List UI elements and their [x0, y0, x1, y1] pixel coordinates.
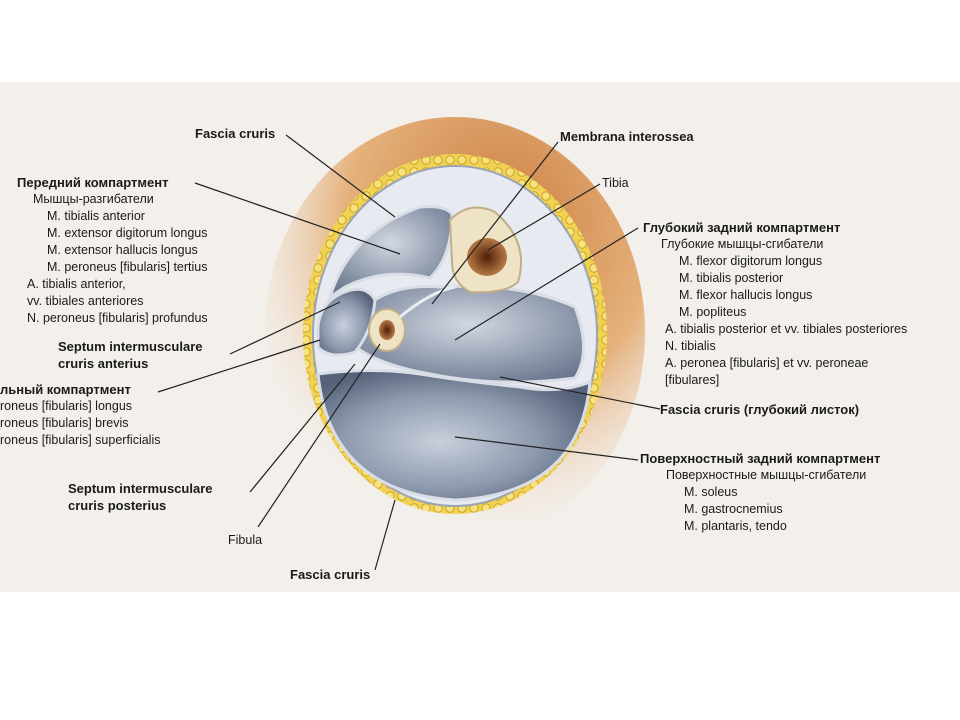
deep-posterior-item: M. flexor digitorum longus	[679, 254, 823, 268]
leader-lines	[157, 134, 661, 571]
label-septum-anterius: Septum intermusculare cruris anterius	[58, 338, 203, 372]
deep-posterior-item: M. flexor hallucis longus	[679, 288, 813, 302]
fibula-bone	[368, 308, 406, 352]
anterior-compartment-legend: Передний компартмент Мышцы-разгибатели M…	[17, 174, 208, 327]
deep-posterior-item: A. tibialis posterior et vv. tibiales po…	[665, 322, 908, 336]
deep-posterior-item: M. popliteus	[679, 305, 747, 319]
septum-anterius-line: cruris anterius	[58, 356, 149, 371]
superficial-posterior-title: Поверхностный задний компартмент	[640, 451, 881, 466]
tibia-bone	[448, 206, 522, 294]
label-fibula: Fibula	[228, 533, 263, 547]
interosseous-membrane	[399, 285, 456, 319]
anterior-item: M. peroneus [fibularis] tertius	[47, 260, 208, 274]
septum-anterius-line: Septum intermusculare	[58, 339, 203, 354]
deep-posterior-compartment-legend: Глубокий задний компартмент Глубокие мыш…	[643, 219, 907, 389]
anterior-item: M. extensor hallucis longus	[47, 243, 198, 257]
deep-posterior-item: A. peronea [fibularis] et vv. peroneae	[665, 356, 869, 370]
deep-posterior-item: Глубокие мышцы-сгибатели	[661, 237, 824, 251]
anterior-item: A. tibialis anterior,	[27, 277, 126, 291]
deep-posterior-item: N. tibialis	[665, 339, 716, 353]
anterior-title: Передний компартмент	[17, 175, 169, 190]
superficial-posterior-compartment	[316, 369, 592, 502]
superficial-posterior-item: M. gastrocnemius	[684, 502, 783, 516]
anterior-compartment	[327, 205, 454, 301]
label-fascia-cruris-deep: Fascia cruris (глубокий листок)	[660, 402, 860, 417]
septum-posterius-line: Septum intermusculare	[68, 481, 213, 496]
anterior-item: N. peroneus [fibularis] profundus	[27, 311, 208, 325]
label-tibia: Tibia	[602, 176, 629, 190]
superficial-posterior-item: M. plantaris, tendo	[684, 519, 787, 533]
anterior-item: Мышцы-разгибатели	[33, 192, 154, 206]
lateral-item: roneus [fibularis] superficialis	[0, 433, 161, 447]
anatomy-plate: Fascia cruris Membrana interossea Tibia …	[0, 82, 960, 592]
anterior-item: M. tibialis anterior	[47, 209, 145, 223]
septum-posterius-line: cruris posterius	[68, 498, 167, 513]
deep-posterior-item: M. tibialis posterior	[679, 271, 784, 285]
lateral-item: roneus [fibularis] brevis	[0, 416, 129, 430]
label-fascia-cruris-bottom: Fascia cruris	[290, 567, 371, 582]
superficial-posterior-item: Поверхностные мышцы-сгибатели	[666, 468, 867, 482]
label-fascia-cruris-top: Fascia cruris	[195, 126, 276, 141]
label-septum-posterius: Septum intermusculare cruris posterius	[68, 480, 213, 514]
lateral-title: льный компартмент	[0, 382, 131, 397]
deep-posterior-title: Глубокий задний компартмент	[643, 220, 841, 235]
anterior-item: M. extensor digitorum longus	[47, 226, 208, 240]
superficial-posterior-compartment-legend: Поверхностный задний компартмент Поверхн…	[640, 450, 880, 535]
label-membrana-interossea: Membrana interossea	[560, 129, 694, 144]
anterior-item: vv. tibiales anteriores	[27, 294, 144, 308]
deep-posterior-item: [fibulares]	[665, 373, 720, 387]
lateral-item: roneus [fibularis] longus	[0, 399, 133, 413]
lateral-compartment-legend: льный компартмент roneus [fibularis] lon…	[0, 381, 161, 449]
leg-cross-section-illustration	[157, 117, 661, 571]
superficial-posterior-item: M. soleus	[684, 485, 738, 499]
